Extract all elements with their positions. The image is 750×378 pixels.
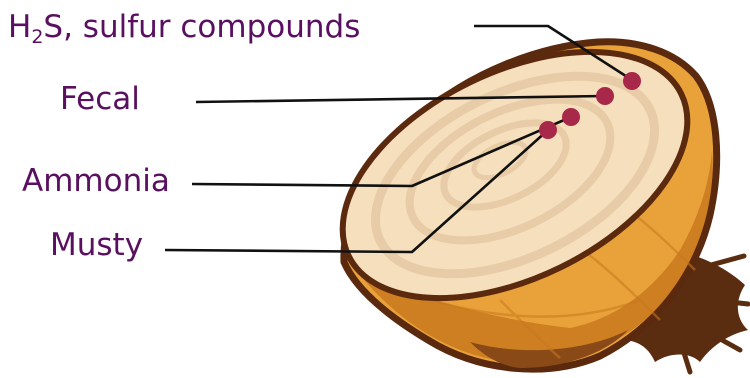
label-musty: Musty bbox=[50, 230, 143, 261]
marker-dot-fecal bbox=[596, 87, 614, 105]
label-fecal: Fecal bbox=[60, 84, 140, 115]
marker-dot-ammonia bbox=[562, 108, 580, 126]
label-ammonia: Ammonia bbox=[22, 166, 170, 197]
label-h2s-suffix: S, sulfur compounds bbox=[43, 9, 360, 45]
label-h2s-prefix: H bbox=[8, 9, 31, 45]
marker-dot-h2s bbox=[623, 72, 641, 90]
label-h2s-sulfur-compounds: H2S, sulfur compounds bbox=[8, 12, 360, 43]
label-h2s-subscript: 2 bbox=[31, 26, 43, 48]
marker-dot-musty bbox=[539, 121, 557, 139]
